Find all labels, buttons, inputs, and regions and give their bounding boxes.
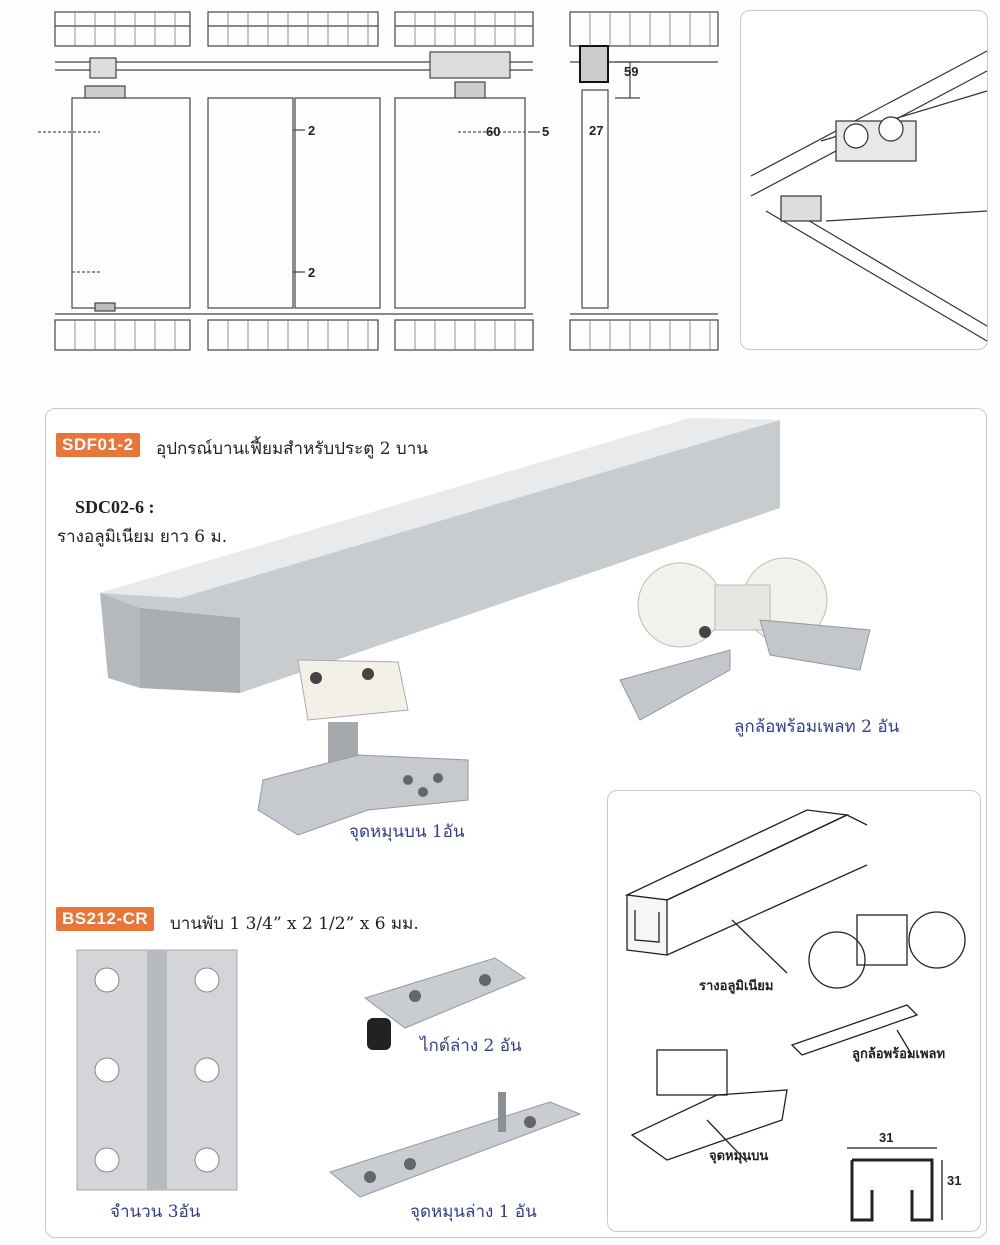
sdf-code-badge: SDF01-2 <box>56 433 140 457</box>
assembly-line-drawing: รางอลูมิเนียม ลูกล้อพร้อมเพลท จุดหมุนบน … <box>624 809 966 1222</box>
roller-plate-image <box>619 557 871 721</box>
top-pivot-image <box>257 659 469 836</box>
caption-top-pivot: จุดหมุนบน 1อัน <box>349 822 465 842</box>
assembly-drawing-panel <box>607 790 981 1232</box>
label-aluminium-rail: รางอลูมิเนียม <box>699 978 774 994</box>
caption-bottom-guide: ไกด์ล่าง 2 อัน <box>420 1036 522 1056</box>
bottom-pivot-image <box>328 1092 582 1198</box>
bs-title: บานพับ 1 3/4” x 2 1/2” x 6 มม. <box>170 914 419 934</box>
door-panel-3 <box>294 97 381 309</box>
door-panel-2 <box>207 97 294 309</box>
profile-width-dim: 31 <box>879 1130 893 1145</box>
door-panel-1 <box>71 97 191 309</box>
rail-description: รางอลูมิเนียม ยาว 6 ม. <box>57 527 228 547</box>
rail-code: SDC02-6 : <box>75 497 155 517</box>
dim-height-59: 59 <box>624 64 638 79</box>
dim-width-27: 27 <box>589 123 603 138</box>
caption-hinge-qty: จำนวน 3อัน <box>110 1202 201 1222</box>
caption-roller-plate: ลูกล้อพร้อมเพลท 2 อัน <box>734 717 900 737</box>
door-panel-4 <box>394 97 526 309</box>
dim-gap-top: 2 <box>308 123 315 138</box>
hinge-image <box>76 949 238 1191</box>
door-elevation-diagram: 2 2 60 5 59 27 <box>38 11 719 351</box>
aluminium-rail-image <box>100 418 780 693</box>
label-top-pivot: จุดหมุนบน <box>709 1149 768 1164</box>
dim-offset-5: 5 <box>542 124 549 139</box>
dim-offset-60: 60 <box>486 124 500 139</box>
caption-bottom-pivot: จุดหมุนล่าง 1 อัน <box>410 1202 537 1222</box>
profile-height-dim: 31 <box>947 1173 961 1188</box>
bottom-guide-image <box>363 957 527 1050</box>
rail-perspective-drawing <box>750 50 988 342</box>
label-roller-plate: ลูกล้อพร้อมเพลท <box>852 1046 945 1062</box>
perspective-panel <box>740 10 988 350</box>
side-section-frame <box>569 11 719 47</box>
dim-gap-bottom: 2 <box>308 265 315 280</box>
sdf-title: อุปกรณ์บานเฟี้ยมสำหรับประตู 2 บาน <box>156 439 428 459</box>
bs-code-badge: BS212-CR <box>56 907 155 931</box>
